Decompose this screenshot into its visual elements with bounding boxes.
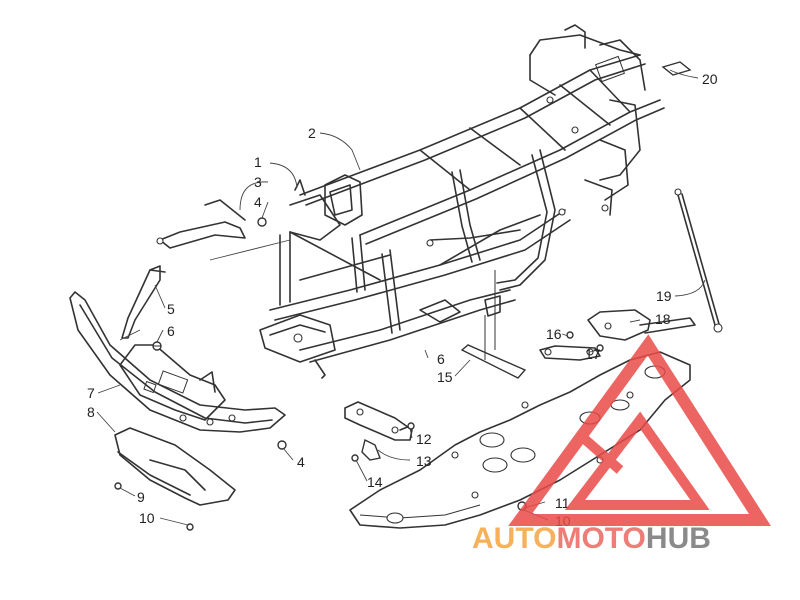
watermark-moto-text: MOTO [556,522,645,555]
callout-4-upper: 4 [254,194,262,210]
callout-3: 3 [254,174,262,190]
nut-4-upper [257,217,267,227]
front-bumper [69,291,286,433]
main-frame [259,24,665,379]
rear-bracket [587,309,696,341]
callout-20: 20 [702,71,718,87]
callout-17: 17 [585,346,601,362]
screw-9 [114,482,122,490]
clip-13 [361,438,381,461]
callout-6-left: 6 [167,323,175,339]
callout-1: 1 [254,154,262,170]
watermark-logo: AUTOMOTOHUB [472,334,771,555]
bolt-16 [566,331,574,339]
callout-2: 2 [308,125,316,141]
callout-18: 18 [655,311,671,327]
callout-5: 5 [167,301,175,317]
callout-8: 8 [87,404,95,420]
strip-15 [460,270,527,379]
rear-small-bracket [539,345,601,361]
callout-numbers: 1 2 3 4 5 6 7 8 4 9 10 12 13 14 15 6 16 … [87,71,718,529]
small-plate-20 [661,61,692,76]
front-skid-plate [114,427,236,506]
nut-14 [351,454,359,462]
watermark-auto-text: AUTO [472,522,556,555]
callout-13: 13 [416,453,432,469]
callout-10-left: 10 [139,510,155,526]
front-side-bracket [121,265,166,339]
mount-bracket [344,401,413,441]
callout-16: 16 [546,326,562,342]
callout-6-right: 6 [437,351,445,367]
callout-14: 14 [367,474,383,490]
callout-7: 7 [87,385,95,401]
bolt-17 [596,344,604,352]
watermark-hub-text: HUB [646,522,711,555]
bolt-6-left [152,341,162,351]
callout-9: 9 [137,489,145,505]
front-upper-bracket [156,199,246,249]
leader-lines [96,69,706,526]
support-rod [674,188,723,333]
callout-19: 19 [656,288,672,304]
watermark-triangle-icon [508,334,771,526]
callout-11: 11 [555,495,570,511]
watermark-auto: AUTOMOTOHUB [472,522,711,555]
nut-4-lower [277,440,287,450]
screw-10-left [186,523,194,531]
callout-4-lower: 4 [297,454,305,470]
callout-12: 12 [416,431,432,447]
bolt-12 [399,422,415,431]
callout-15: 15 [437,369,453,385]
